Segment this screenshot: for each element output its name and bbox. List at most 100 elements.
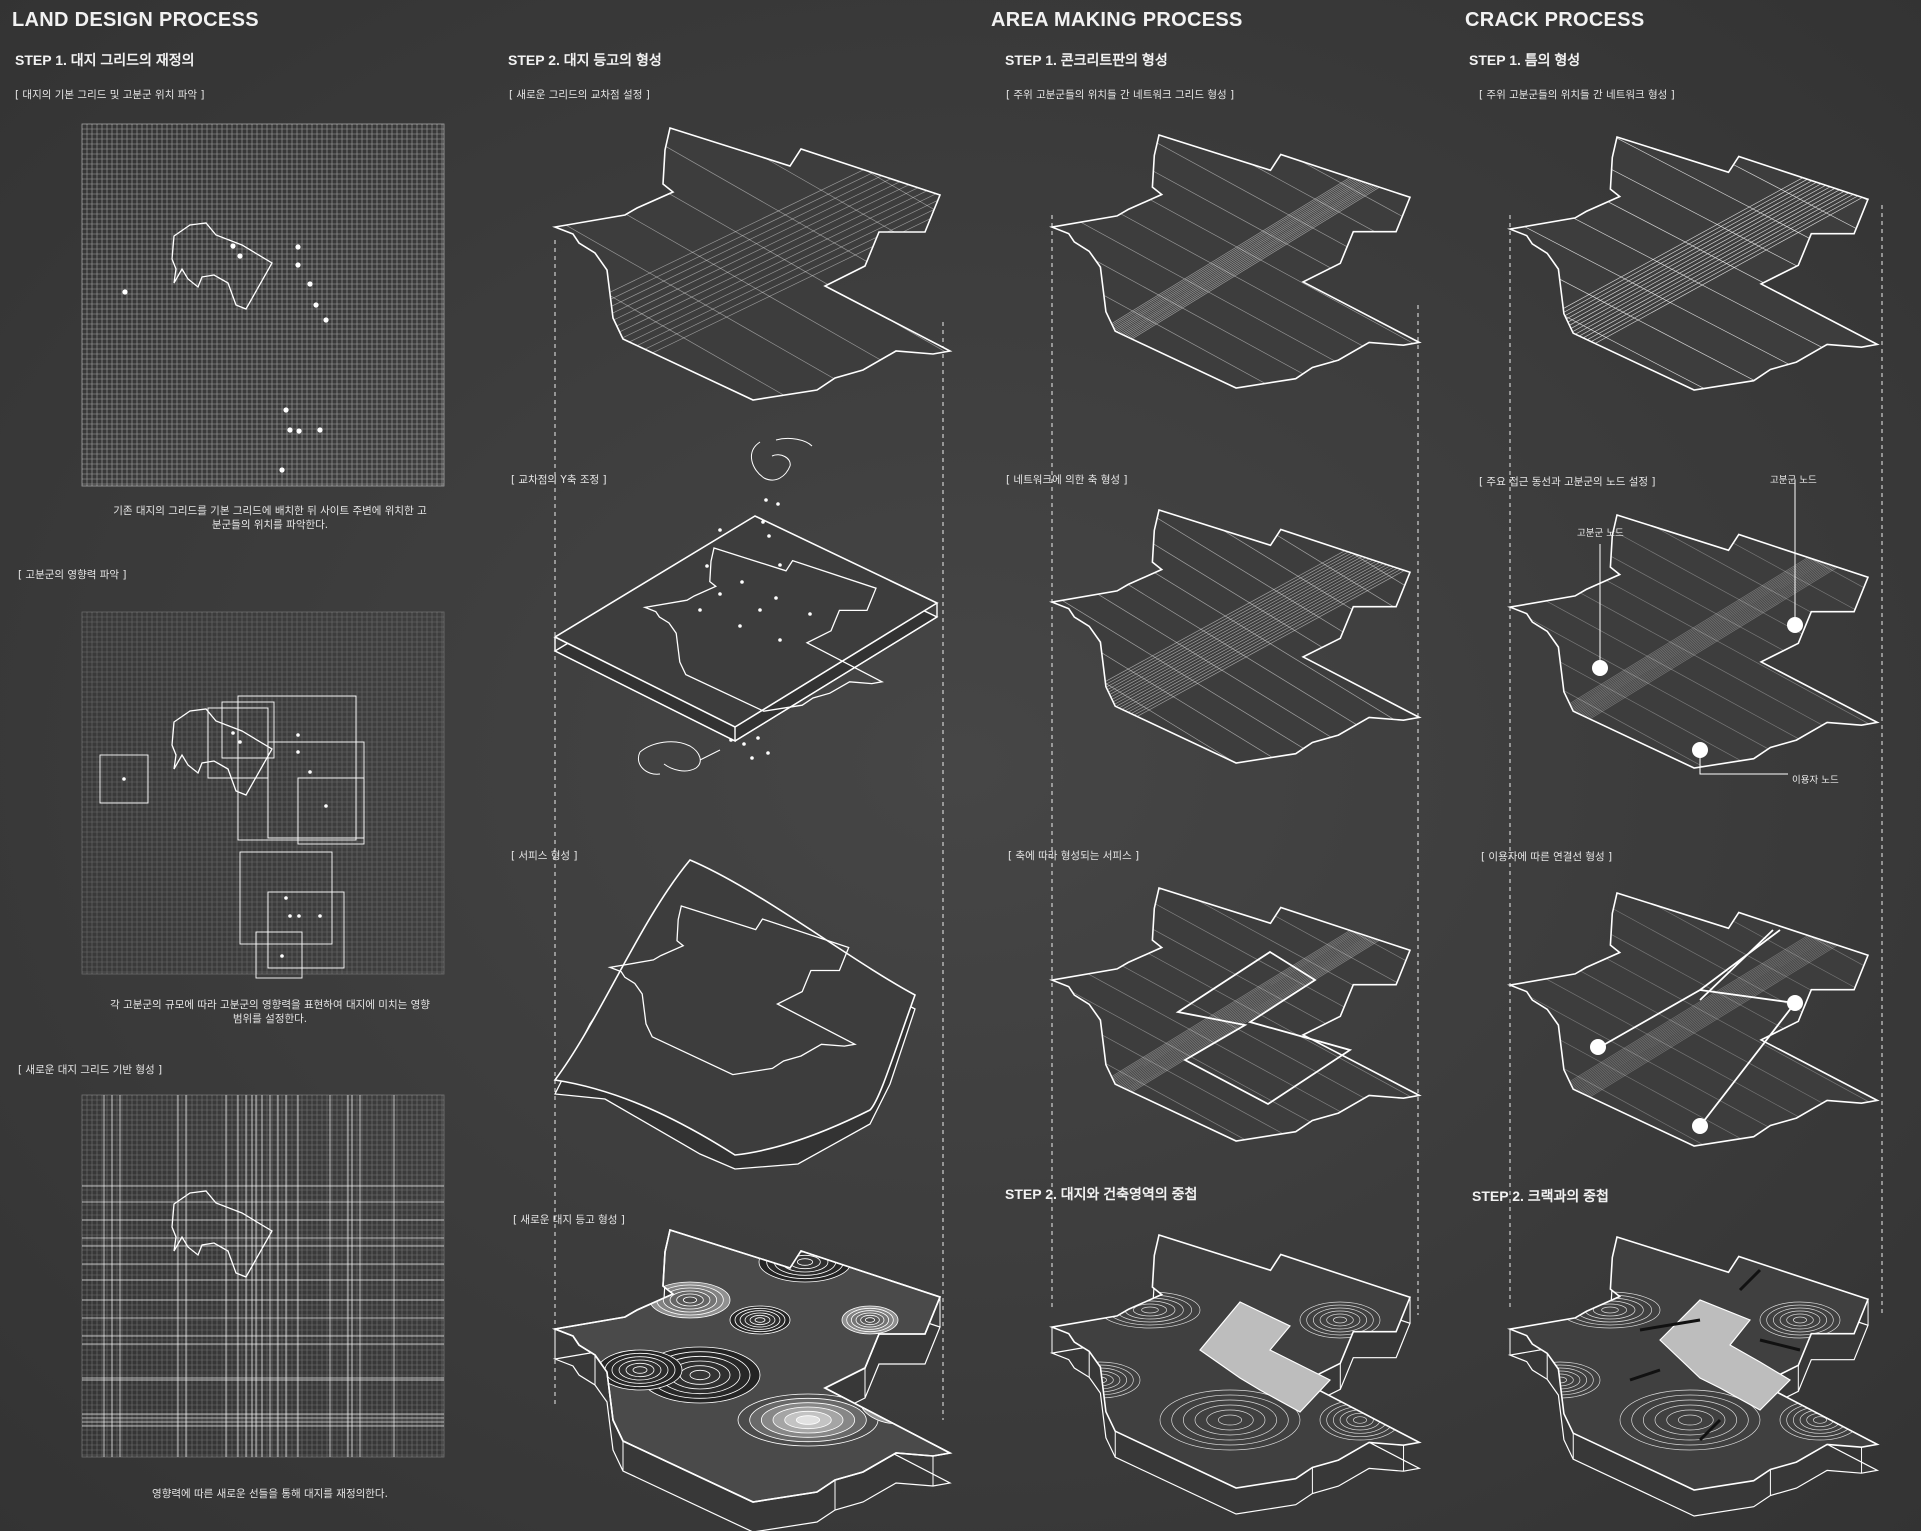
tomb-dot [238, 740, 242, 744]
intersection-dot [778, 563, 782, 567]
intersection-dot [808, 612, 812, 616]
frame-dashed-col2 [554, 240, 944, 1420]
intersection-dot [767, 534, 771, 538]
intersection-dot [742, 742, 746, 746]
tomb-dot [295, 244, 301, 250]
slab-grid-intersections [552, 126, 953, 401]
influence-square [267, 891, 345, 969]
label-col3-c: [ 축에 따라 형성되는 서피스 ] [1008, 850, 1140, 862]
tomb-dot [308, 770, 312, 774]
intersection-dot [718, 528, 722, 532]
intersection-dot [750, 756, 754, 760]
label-col2-b: [ 교차점의 Y축 조정 ] [511, 474, 607, 486]
node-dot [1787, 995, 1803, 1011]
tomb-dot [122, 289, 128, 295]
section-title-land: LAND DESIGN PROCESS [12, 9, 259, 31]
label-col1-b: [ 고분군의 영향력 파악 ] [18, 569, 127, 581]
slab-top [1507, 135, 1880, 391]
intersection-dot [778, 638, 782, 642]
tomb-dot [318, 914, 322, 918]
tomb-dot [283, 407, 289, 413]
tomb-dot [297, 914, 301, 918]
label-col2-d: [ 새로운 대지 등고 형성 ] [513, 1214, 625, 1226]
tomb-dot [230, 243, 236, 249]
node-dot [1692, 1118, 1708, 1134]
crack-line [1629, 1268, 1801, 1442]
section-title-crack: CRACK PROCESS [1465, 9, 1645, 31]
label-col2-c: [ 서피스 형성 ] [511, 850, 578, 862]
hand-icon-bottom [638, 741, 721, 775]
caption-grid-placement: 기존 대지의 그리드를 기본 그리드에 배치한 뒤 사이트 주변에 위치한 고분… [113, 505, 427, 531]
tomb-dot [296, 733, 300, 737]
intersection-dot [740, 580, 744, 584]
intersection-dot [705, 564, 709, 568]
axis-surface-outline [1175, 950, 1353, 1106]
label-col3-b: [ 네트워크에 의한 축 형성 ] [1006, 474, 1128, 486]
tomb-dot [313, 302, 319, 308]
label-col2-a: [ 새로운 그리드의 교차점 설정 ] [509, 89, 650, 101]
slab-top [1049, 133, 1422, 389]
tomb-dot [231, 731, 235, 735]
slab-overlap-area [1049, 1233, 1422, 1515]
intersection-dot [718, 592, 722, 596]
label-col1-a: [ 대지의 기본 그리드 및 고분군 위치 파악 ] [15, 89, 205, 101]
influence-square [237, 695, 357, 841]
intersection-dot [766, 751, 770, 755]
influence-square [267, 741, 365, 839]
frame-dashed-col3 [1051, 215, 1419, 1315]
node-dot [1692, 742, 1708, 758]
tomb-dot [279, 467, 285, 473]
node-label-tomb-2: 고분군 노드 [1770, 475, 1817, 486]
intersection-dot [776, 502, 780, 506]
label-col1-c: [ 새로운 대지 그리드 기반 형성 ] [18, 1064, 163, 1076]
frame-dashed-col4 [1509, 205, 1883, 1315]
tomb-dot [323, 317, 329, 323]
step-title-area-2: STEP 2. 대지와 건축영역의 중첩 [1005, 1186, 1198, 1202]
intersection-dot [764, 498, 768, 502]
tomb-dot [296, 428, 302, 434]
influence-square [255, 931, 303, 979]
tomb-dot [284, 896, 288, 900]
intersection-dot [756, 736, 760, 740]
influence-square [239, 851, 333, 945]
slab-top [1507, 513, 1880, 769]
tomb-dot [280, 954, 284, 958]
building-area [1659, 1299, 1791, 1411]
slab-top [1049, 508, 1422, 764]
slab-top [1507, 891, 1880, 1147]
caption-site-redefine: 영향력에 따른 새로운 선들을 통해 대지를 재정의한다. [152, 1488, 388, 1500]
step-title-crack-2: STEP 2. 크랙과의 중첩 [1472, 1188, 1609, 1204]
tomb-dot [307, 281, 313, 287]
building-area [1199, 1301, 1331, 1413]
influence-square [297, 777, 365, 845]
grid-new-site [81, 1094, 445, 1458]
tomb-dot [237, 253, 243, 259]
node-label-tomb-1: 고분군 노드 [1577, 528, 1624, 539]
grid-influence [81, 611, 445, 979]
label-col4-b: [ 주요 접근 동선과 고분군의 노드 설정 ] [1479, 476, 1656, 488]
slab-y-adjust [553, 437, 939, 775]
node-dot [1590, 1039, 1606, 1055]
connection-line [1599, 929, 1796, 1127]
tomb-dot [317, 427, 323, 433]
intersection-dot [761, 520, 765, 524]
slab-surface [553, 859, 916, 1170]
site-outline [642, 547, 884, 712]
intersection-dot [738, 624, 742, 628]
intersection-dot [698, 608, 702, 612]
label-col4-a: [ 주위 고분군들의 위치들 간 네트워크 형성 ] [1479, 89, 1675, 101]
influence-square [99, 754, 149, 804]
tomb-dot [324, 804, 328, 808]
label-col4-c: [ 이용자에 따른 연결선 형성 ] [1481, 851, 1613, 863]
node-dot [1592, 660, 1608, 676]
caption-influence-range: 각 고분군의 규모에 따라 고분군의 영향력을 표현하여 대지에 미치는 영향 … [110, 999, 430, 1025]
intersection-dot [729, 738, 733, 742]
plate-top [553, 515, 939, 728]
tomb-dot [295, 262, 301, 268]
influence-square [221, 701, 275, 759]
step-title-area-1: STEP 1. 콘크리트판의 형성 [1005, 52, 1168, 68]
tomb-dot [296, 750, 300, 754]
step-title-crack-1: STEP 1. 틈의 형성 [1469, 52, 1581, 68]
tomb-dot [288, 914, 292, 918]
